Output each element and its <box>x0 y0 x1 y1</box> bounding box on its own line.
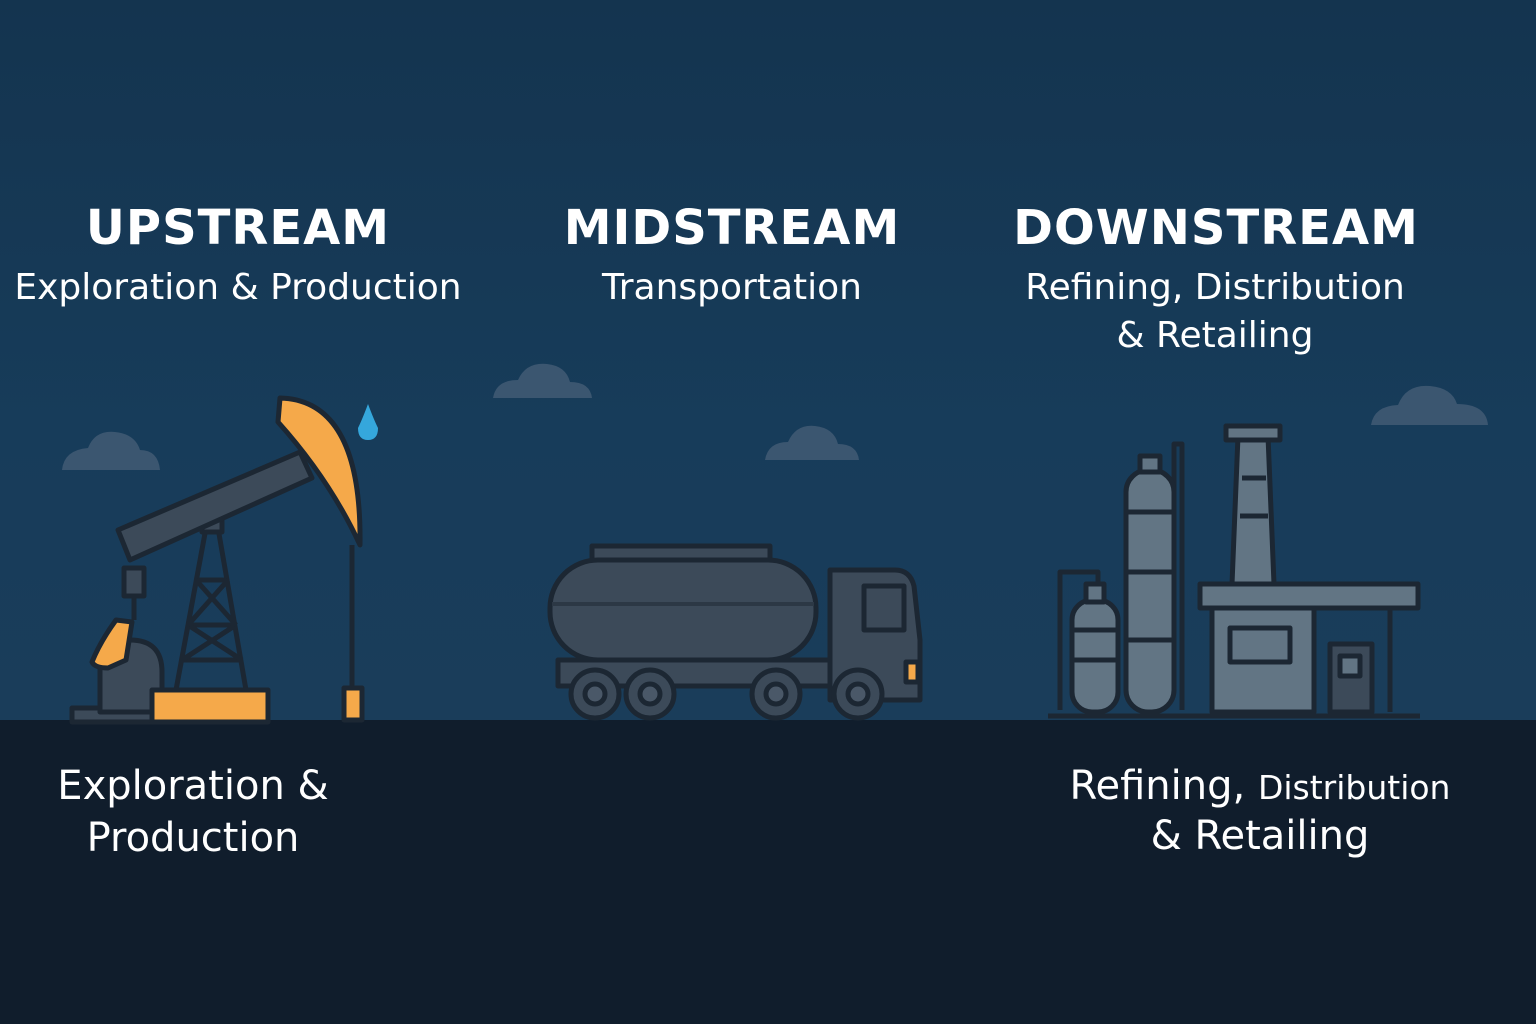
midstream-title: MIDSTREAM <box>563 200 901 256</box>
ground-label-left-line1: Exploration & <box>57 763 329 809</box>
ground-band <box>0 720 1536 1024</box>
ground-label-left-line2: Production <box>86 815 300 861</box>
cloud-icon <box>62 431 160 470</box>
downstream-title: DOWNSTREAM <box>1013 200 1419 256</box>
upstream-title: UPSTREAM <box>85 200 391 256</box>
downstream-subtitle-line2: & Retailing <box>1116 315 1314 356</box>
upstream-subtitle: Exploration & Production <box>14 267 462 308</box>
ground-label-right-line2: & Retailing <box>1150 813 1370 859</box>
cloud-icon <box>765 425 859 460</box>
refinery-station-icon <box>1048 423 1421 719</box>
cloud-icon <box>493 363 592 398</box>
oil-drop-icon <box>358 404 378 440</box>
cloud-icon <box>1371 385 1488 425</box>
oil-pumpjack-icon <box>69 395 365 725</box>
midstream-subtitle: Transportation <box>602 267 862 308</box>
clouds <box>62 363 1488 470</box>
ground-label-distribution: Distribution <box>1257 768 1451 807</box>
downstream-subtitle-line1: Refining, Distribution <box>1025 267 1405 308</box>
ground-label-refining: Refining, <box>1069 763 1246 809</box>
tanker-truck-icon <box>547 543 923 721</box>
ground-label-right-line1: Refining, Distribution <box>1040 760 1480 814</box>
